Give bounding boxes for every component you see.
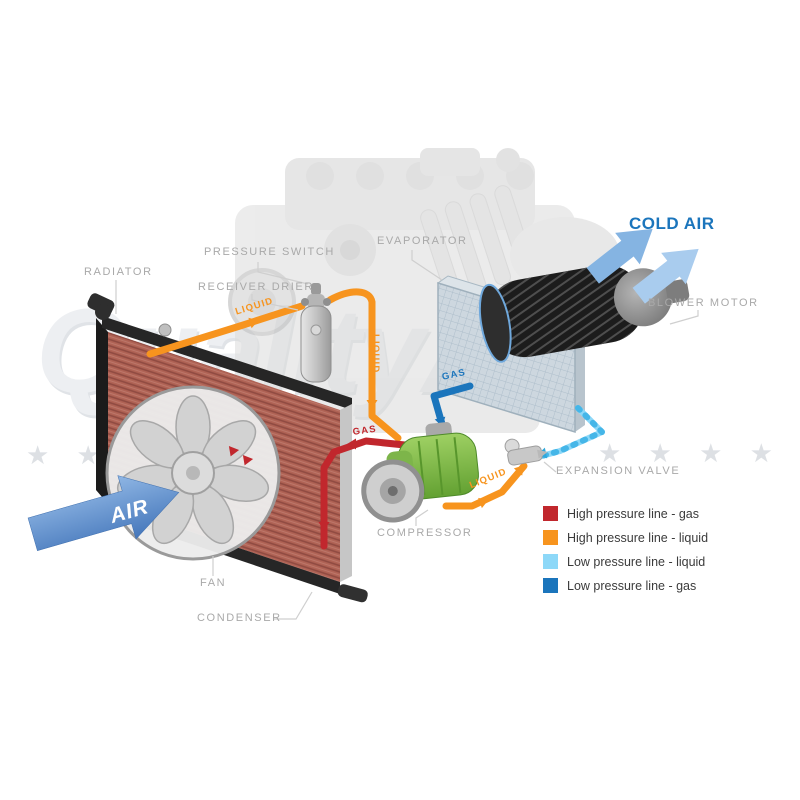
legend-label-high-liquid: High pressure line - liquid [567,530,709,545]
compressor-unit [361,422,479,523]
cold-air-label: COLD AIR [629,214,715,233]
compressor-label: COMPRESSOR [377,527,473,539]
expansion-valve-unit [504,438,548,466]
fan-label: FAN [200,577,227,589]
leader-lines [115,250,699,620]
watermark-stars-right: ★ ★ ★ ★ ★ [598,438,800,468]
legend-swatch-high-gas [543,506,558,521]
air-arrow [27,475,180,551]
legend-swatch-low-liquid [543,554,558,569]
legend: High pressure line - gas High pressure l… [543,506,708,602]
radiator-label: RADIATOR [84,266,153,278]
legend-label-low-liquid: Low pressure line - liquid [567,554,706,569]
refrigerant-pipes [146,288,605,550]
legend-swatch-low-gas [543,578,558,593]
legend-row-high-gas: High pressure line - gas [543,506,708,521]
receiver-drier-label: RECEIVER DRIER [198,281,314,293]
legend-row-low-liquid: Low pressure line - liquid [543,554,708,569]
low-pressure-gas-pipe [430,382,474,428]
legend-row-low-gas: Low pressure line - gas [543,578,708,593]
evaporator-label: EVAPORATOR [377,235,468,247]
high-pressure-liquid-pipe [146,302,306,358]
condenser-label: CONDENSER [197,612,282,624]
expansion-valve-label: EXPANSION VALVE [556,465,681,477]
legend-label-low-gas: Low pressure line - gas [567,578,697,593]
legend-label-high-gas: High pressure line - gas [567,506,700,521]
legend-row-high-liquid: High pressure line - liquid [543,530,708,545]
pressure-switch-label: PRESSURE SWITCH [204,246,335,258]
receiver-drier-unit [300,283,332,383]
high-pressure-gas-pipe [320,437,438,550]
pressure-switch-part [311,283,321,295]
cooling-fan [105,385,281,561]
pipe-label-liquid-2: LIQUID [370,334,381,374]
blower-motor-label: BLOWER MOTOR [648,297,759,309]
legend-swatch-high-liquid [543,530,558,545]
cold-air-arrows [586,228,699,304]
